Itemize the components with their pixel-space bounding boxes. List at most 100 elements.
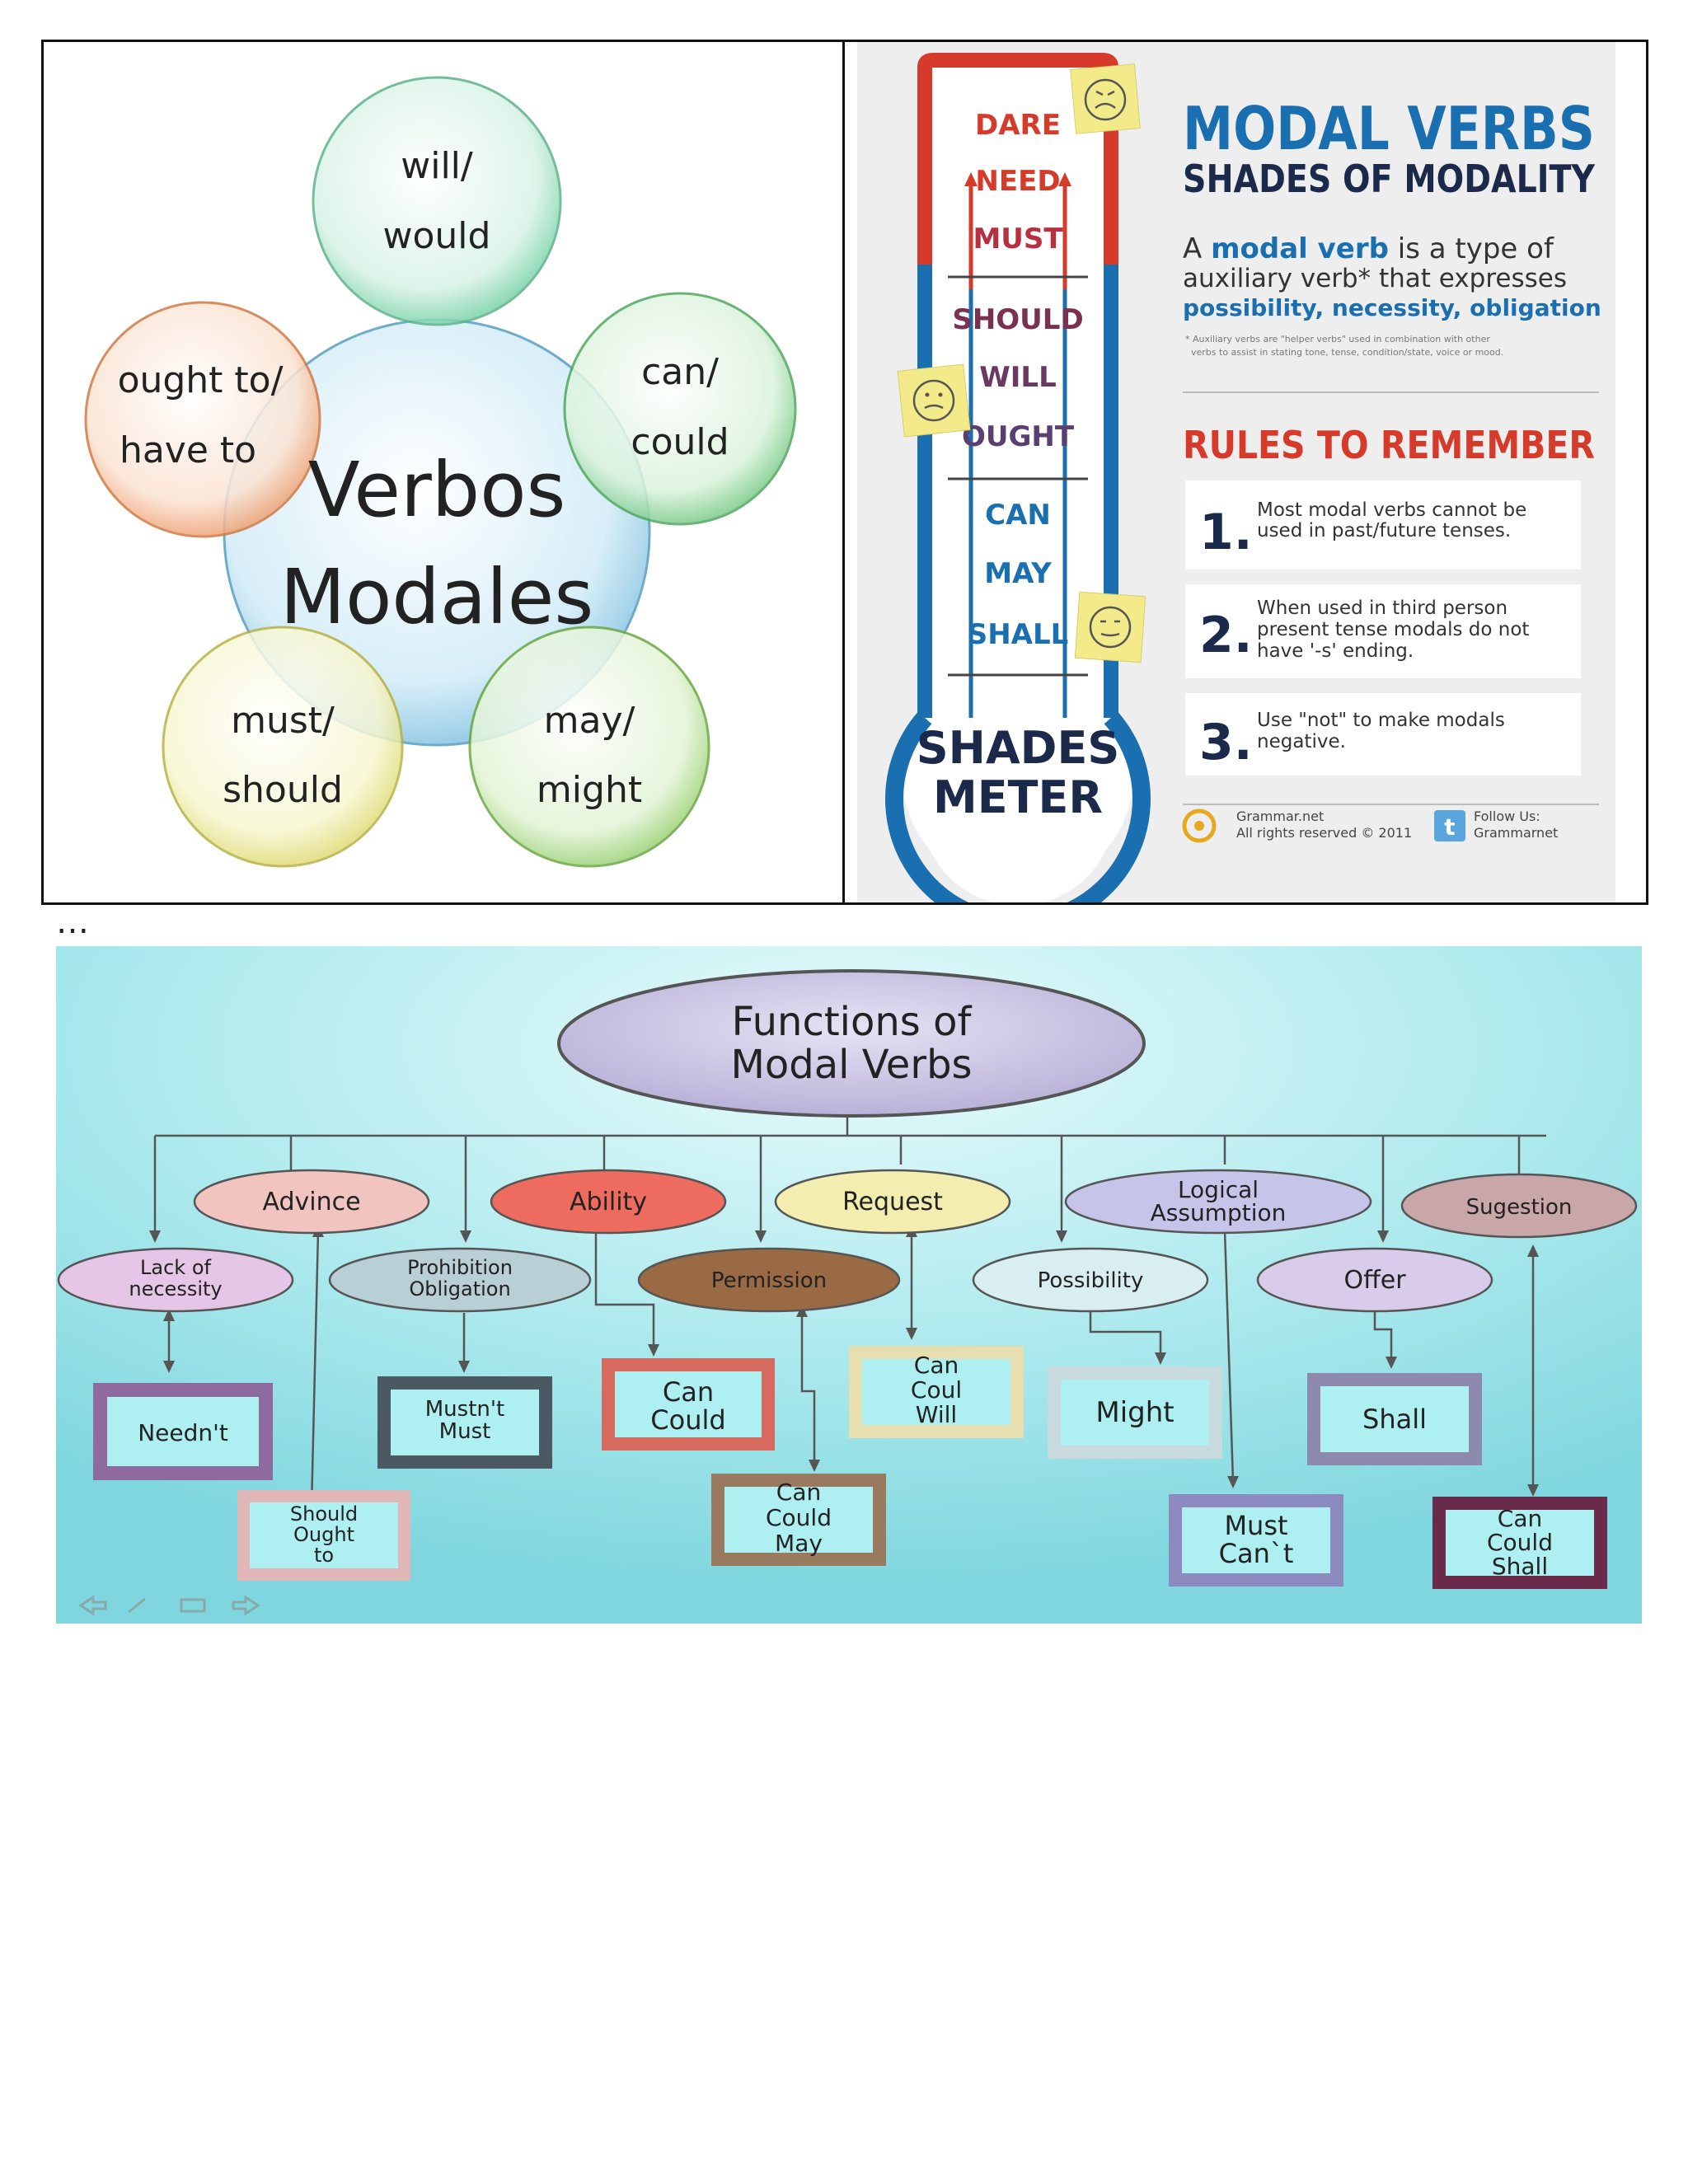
- footnote-line1: * Auxiliary verbs are "helper verbs" use…: [1185, 334, 1490, 344]
- box-can-could-shall-line2: Could: [1487, 1529, 1553, 1556]
- rule-3: 3. Use "not" to make modals negative.: [1185, 693, 1581, 776]
- rules-heading: RULES TO REMEMBER: [1183, 423, 1595, 467]
- panel-divider: [842, 40, 845, 905]
- circle-top: [312, 76, 562, 326]
- rule-1-line2: used in past/future tenses.: [1257, 520, 1511, 541]
- box-might-line1: Might: [1095, 1396, 1174, 1429]
- category-request: Request: [774, 1169, 1011, 1235]
- category-prohibition-line2: Obligation: [409, 1277, 510, 1301]
- pen-icon[interactable]: [128, 1597, 146, 1614]
- category-logical-line2: Assumption: [1151, 1199, 1287, 1226]
- venn-center-line1: Verbos: [308, 446, 566, 534]
- svg-text:t: t: [1444, 813, 1455, 841]
- box-should: Should Ought to: [237, 1490, 410, 1581]
- box-must-cant-line1: Must: [1224, 1510, 1287, 1541]
- box-can-could-line2: Could: [650, 1404, 725, 1436]
- next-arrow-icon[interactable]: [232, 1595, 260, 1616]
- box-neednt-line1: Needn't: [138, 1419, 228, 1446]
- footer-right-line1: Follow Us:: [1474, 808, 1540, 824]
- category-lack: Lack of necessity: [57, 1247, 294, 1313]
- sticky-angry-icon: [1070, 63, 1141, 134]
- box-shall: Shall: [1307, 1373, 1482, 1465]
- rule-2: 2. When used in third person present ten…: [1185, 584, 1581, 678]
- venn-br-line1: may/: [544, 700, 635, 742]
- meter-word-will: WILL: [979, 361, 1056, 394]
- venn-center-line2: Modales: [280, 553, 594, 641]
- prev-arrow-icon[interactable]: [78, 1595, 107, 1616]
- verbos-modales-diagram: will/ would can/ could ought to/ have to…: [44, 42, 842, 902]
- venn-right-line2: could: [631, 421, 729, 463]
- box-can-could-may-line2: Could: [766, 1504, 832, 1531]
- meter-word-need: NEED: [975, 165, 1060, 198]
- category-offer-label: Offer: [1343, 1266, 1406, 1295]
- box-shall-line1: Shall: [1362, 1404, 1427, 1435]
- category-advince: Advince: [193, 1169, 430, 1235]
- box-can-could-may: Can Could May: [711, 1474, 886, 1566]
- category-lack-line2: necessity: [129, 1277, 222, 1301]
- rule-1-number: 1.: [1199, 504, 1253, 561]
- functions-title-line1: Functions of: [732, 999, 973, 1045]
- rule-2-number: 2.: [1199, 607, 1253, 664]
- meter-label-line2: METER: [933, 771, 1103, 823]
- box-can-could-shall-line1: Can: [1498, 1505, 1542, 1532]
- box-mustnt-line1: Mustn't: [425, 1397, 504, 1422]
- functions-title-line2: Modal Verbs: [730, 1042, 972, 1088]
- category-permission: Permission: [637, 1247, 901, 1313]
- venn-bl-line2: should: [223, 769, 343, 811]
- rule-2-line2: present tense modals do not: [1257, 619, 1529, 640]
- box-must-cant: Must Can`t: [1169, 1494, 1343, 1586]
- meter-word-shall: SHALL: [968, 618, 1069, 651]
- category-lack-line1: Lack of: [140, 1256, 211, 1279]
- box-can-could-shall: Can Could Shall: [1432, 1497, 1607, 1589]
- venn-left-line1: ought to/: [118, 359, 284, 401]
- venn-br-line2: might: [537, 769, 642, 811]
- modal-verbs-infographic: DARE NEED MUST SHOULD WILL OUGHT CAN MAY…: [857, 42, 1615, 932]
- functions-diagram: Functions of Modal Verbs Advince Ability…: [56, 946, 1642, 1624]
- footnote-line2: verbs to assist in stating tone, tense, …: [1191, 347, 1503, 358]
- venn-left-line2: have to: [120, 429, 256, 471]
- circle-left: [84, 301, 321, 538]
- box-can-could: Can Could: [602, 1358, 775, 1451]
- circle-bottom-left: [162, 626, 404, 868]
- category-prohibition-line1: Prohibition: [407, 1256, 513, 1279]
- circle-bottom-right: [468, 626, 710, 868]
- sticky-neutral-icon: [897, 363, 971, 438]
- box-mustnt-line2: Must: [439, 1419, 491, 1444]
- infographic-title: MODAL VERBS: [1183, 94, 1595, 163]
- box-can-could-line1: Can: [663, 1376, 714, 1408]
- category-advince-label: Advince: [262, 1188, 360, 1216]
- venn-right-line1: can/: [641, 351, 719, 393]
- rule-3-line2: negative.: [1257, 731, 1346, 752]
- meter-word-must: MUST: [973, 223, 1063, 255]
- twitter-icon[interactable]: t: [1434, 810, 1465, 841]
- footer-left-line2: All rights reserved © 2011: [1236, 825, 1412, 841]
- meter-word-can: CAN: [985, 499, 1051, 532]
- category-permission-label: Permission: [711, 1268, 827, 1293]
- box-should-line2: Ought: [293, 1523, 354, 1546]
- category-sugestion-label: Sugestion: [1466, 1195, 1573, 1220]
- circle-right: [563, 292, 797, 526]
- category-logical: Logical Assumption: [1064, 1169, 1372, 1235]
- footer-right-line2: Grammarnet: [1474, 825, 1558, 841]
- box-can-could-shall-line3: Shall: [1492, 1553, 1548, 1580]
- box-can-coul-will: Can Coul Will: [849, 1346, 1024, 1438]
- box-can-could-may-line3: May: [775, 1530, 823, 1557]
- meter-word-should: SHOULD: [952, 303, 1083, 336]
- box-can-could-may-line1: Can: [776, 1479, 821, 1506]
- infographic-subtitle: SHADES OF MODALITY: [1183, 157, 1596, 201]
- menu-icon[interactable]: [180, 1598, 206, 1613]
- rule-2-line3: have '-s' ending.: [1257, 640, 1414, 662]
- meter-word-dare: DARE: [975, 109, 1061, 142]
- ellipsis-text: …: [56, 903, 89, 941]
- box-must-cant-line2: Can`t: [1219, 1538, 1294, 1569]
- box-should-line1: Should: [290, 1502, 358, 1526]
- category-sugestion: Sugestion: [1400, 1173, 1638, 1239]
- functions-title: Functions of Modal Verbs: [557, 969, 1146, 1118]
- category-ability-label: Ability: [570, 1188, 647, 1216]
- category-prohibition: Prohibition Obligation: [328, 1247, 592, 1313]
- venn-bl-line1: must/: [231, 700, 335, 742]
- category-possibility: Possibility: [972, 1247, 1209, 1313]
- meter-word-may: MAY: [984, 557, 1052, 590]
- box-can-coul-will-line2: Coul: [911, 1376, 962, 1404]
- rule-2-line1: When used in third person: [1257, 598, 1507, 619]
